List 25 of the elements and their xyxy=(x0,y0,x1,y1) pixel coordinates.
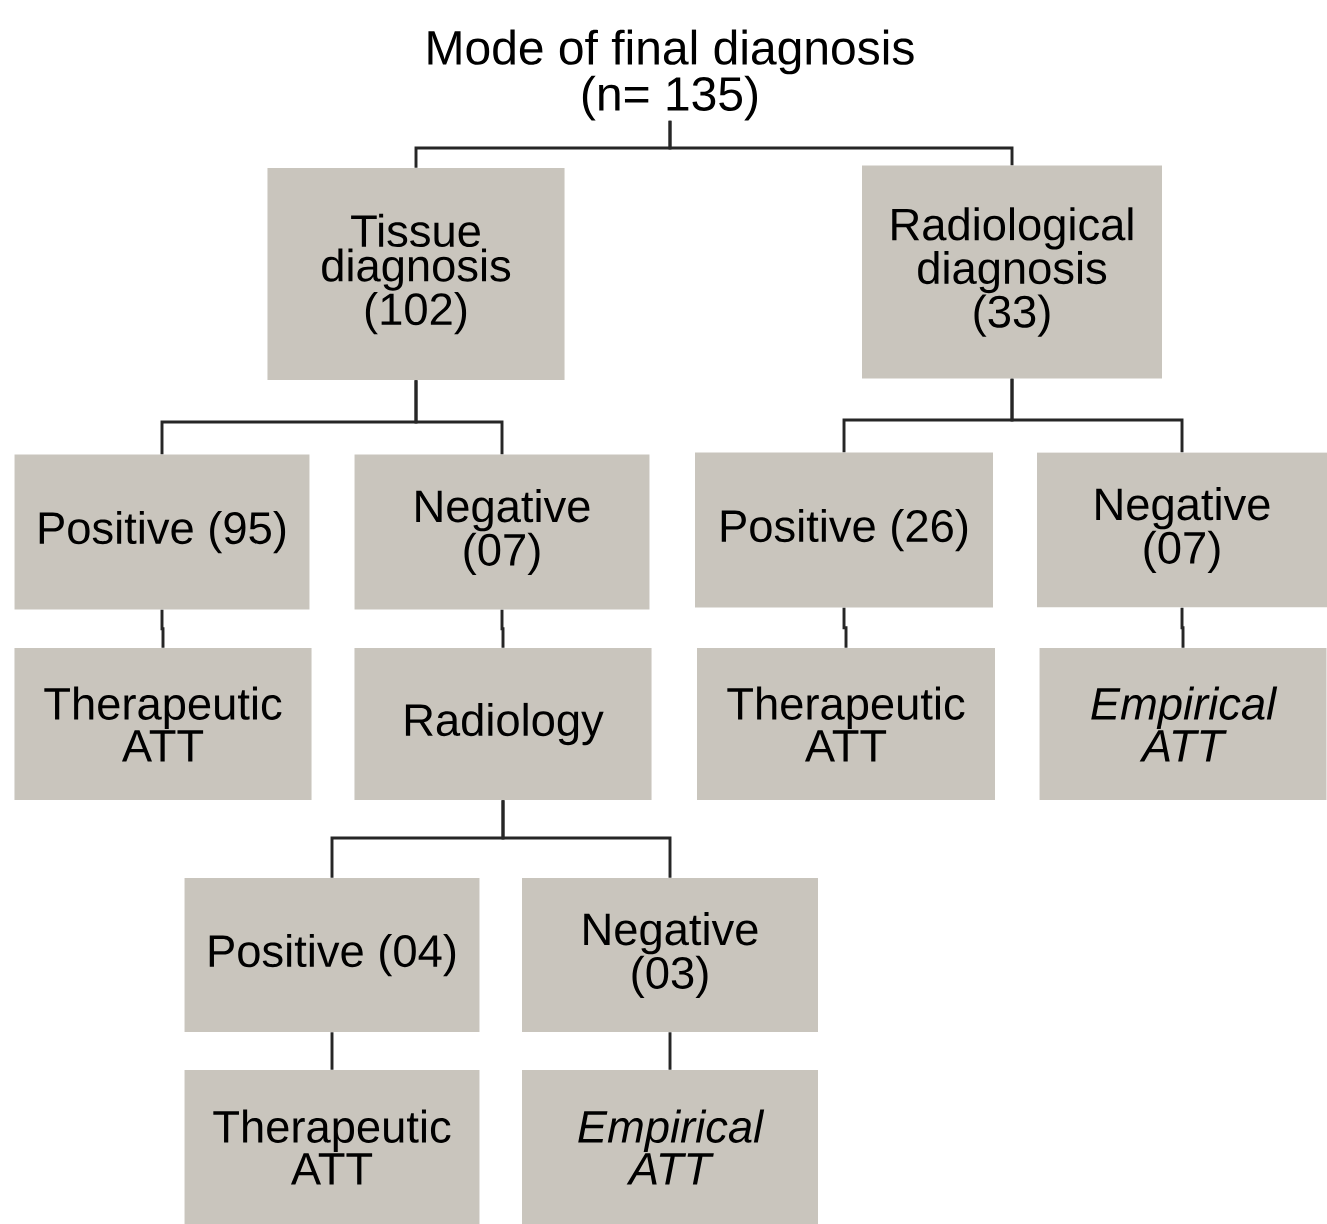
diagnosis-box: Positive (95) xyxy=(14,454,310,610)
diagnosis-box: Negative (03) xyxy=(522,878,818,1032)
diagnosis-box: Tissue diagnosis (102) xyxy=(267,168,565,380)
diagnosis-box: Empirical ATT xyxy=(522,1070,818,1224)
diagnosis-box: Radiology xyxy=(354,648,652,800)
connector-line xyxy=(414,380,504,455)
connector-line xyxy=(668,120,1014,166)
diagnosis-box: Therapeutic ATT xyxy=(184,1070,480,1224)
diagnosis-box: Negative (07) xyxy=(1037,452,1327,608)
connector-line xyxy=(668,1032,672,1070)
connector-line xyxy=(501,800,672,878)
connector-line xyxy=(330,1032,334,1070)
title: Mode of final diagnosis (n= 135) xyxy=(428,29,914,121)
diagnosis-box: Negative (07) xyxy=(354,454,650,610)
connector-line xyxy=(500,609,505,648)
connector-line xyxy=(842,607,848,648)
connector-line xyxy=(1180,607,1185,648)
diagnosis-box: Empirical ATT xyxy=(1039,648,1327,800)
diagnosis-box: Therapeutic ATT xyxy=(14,648,312,800)
diagnosis-box: Radiological diagnosis (33) xyxy=(862,165,1162,379)
connector-line xyxy=(1010,378,1184,453)
connector-line xyxy=(160,609,165,648)
diagnosis-box: Positive (04) xyxy=(184,878,480,1032)
diagnosis-box: Positive (26) xyxy=(695,452,993,608)
diagnosis-box: Therapeutic ATT xyxy=(697,648,995,800)
